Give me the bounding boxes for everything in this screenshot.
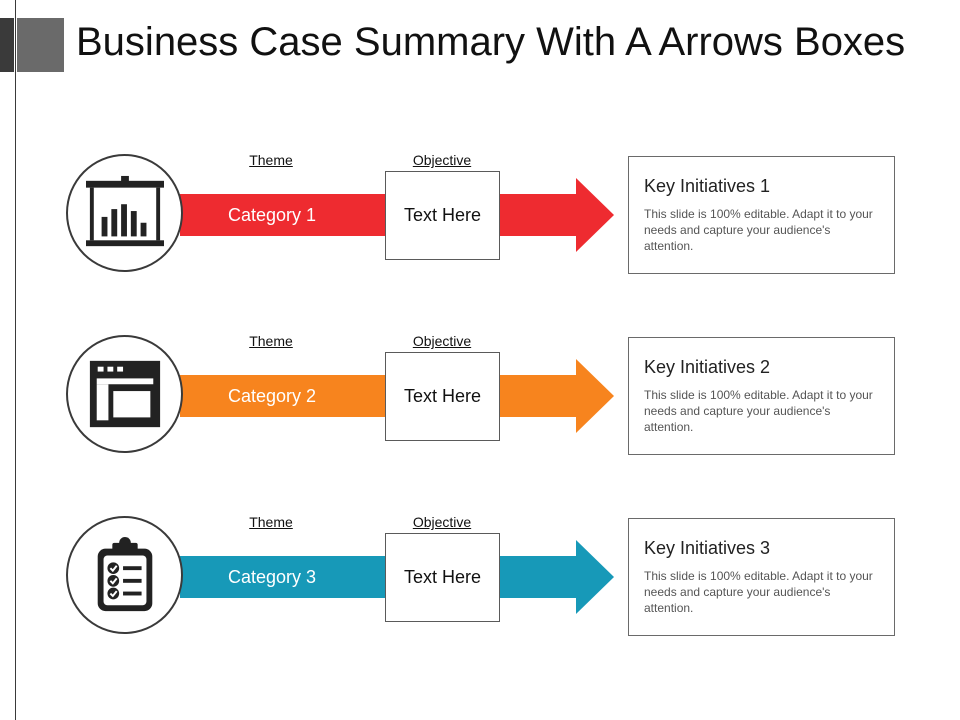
key-initiative-box: Key Initiatives 2 This slide is 100% edi…: [628, 337, 895, 455]
key-initiative-title: Key Initiatives 2: [644, 357, 771, 377]
title-accent-light: [17, 18, 64, 72]
icon-circle: [66, 516, 183, 634]
theme-label: Theme: [249, 152, 293, 168]
arrow-body: [180, 556, 576, 598]
key-initiative-box: Key Initiatives 1 This slide is 100% edi…: [628, 156, 895, 274]
key-initiative-description: This slide is 100% editable. Adapt it to…: [644, 207, 873, 253]
key-initiative-box: Key Initiatives 3 This slide is 100% edi…: [628, 518, 895, 636]
slide-title: Business Case Summary With A Arrows Boxe…: [76, 20, 906, 64]
category-label: Category 1: [227, 205, 317, 225]
key-initiative-description: This slide is 100% editable. Adapt it to…: [644, 388, 873, 434]
left-border-line: [15, 0, 16, 720]
arrow-head: [576, 178, 614, 252]
objective-label: Objective: [412, 333, 472, 349]
objective-text-box: Text Here: [385, 171, 500, 260]
key-initiative-title: Key Initiatives 3: [644, 538, 771, 558]
objective-label: Objective: [412, 514, 472, 530]
category-label: Category 3: [227, 567, 317, 587]
key-initiative-description: This slide is 100% editable. Adapt it to…: [644, 569, 873, 615]
icon-circle: [66, 335, 183, 453]
arrow-body: [180, 194, 576, 236]
title-accent-dark: [0, 18, 14, 72]
objective-label: Objective: [412, 152, 472, 168]
category-row-3: Theme Objective Category 3 Text Here Key…: [0, 514, 960, 644]
arrow-body: [180, 375, 576, 417]
objective-text-box: Text Here: [385, 352, 500, 441]
key-initiative-title: Key Initiatives 1: [644, 176, 771, 196]
category-row-1: Theme Objective Category 1 Text Here Key…: [0, 152, 960, 282]
objective-text-box: Text Here: [385, 533, 500, 622]
clipboard-checklist-icon: [97, 536, 153, 612]
arrow-head: [576, 359, 614, 433]
arrow-head: [576, 540, 614, 614]
category-label: Category 2: [227, 386, 317, 406]
theme-label: Theme: [249, 333, 293, 349]
theme-label: Theme: [249, 514, 293, 530]
browser-window-layout-icon: [89, 360, 161, 428]
category-row-2: Theme Objective Category 2 Text Here Key…: [0, 333, 960, 463]
presentation-board-chart-icon: [86, 175, 164, 247]
icon-circle: [66, 154, 183, 272]
